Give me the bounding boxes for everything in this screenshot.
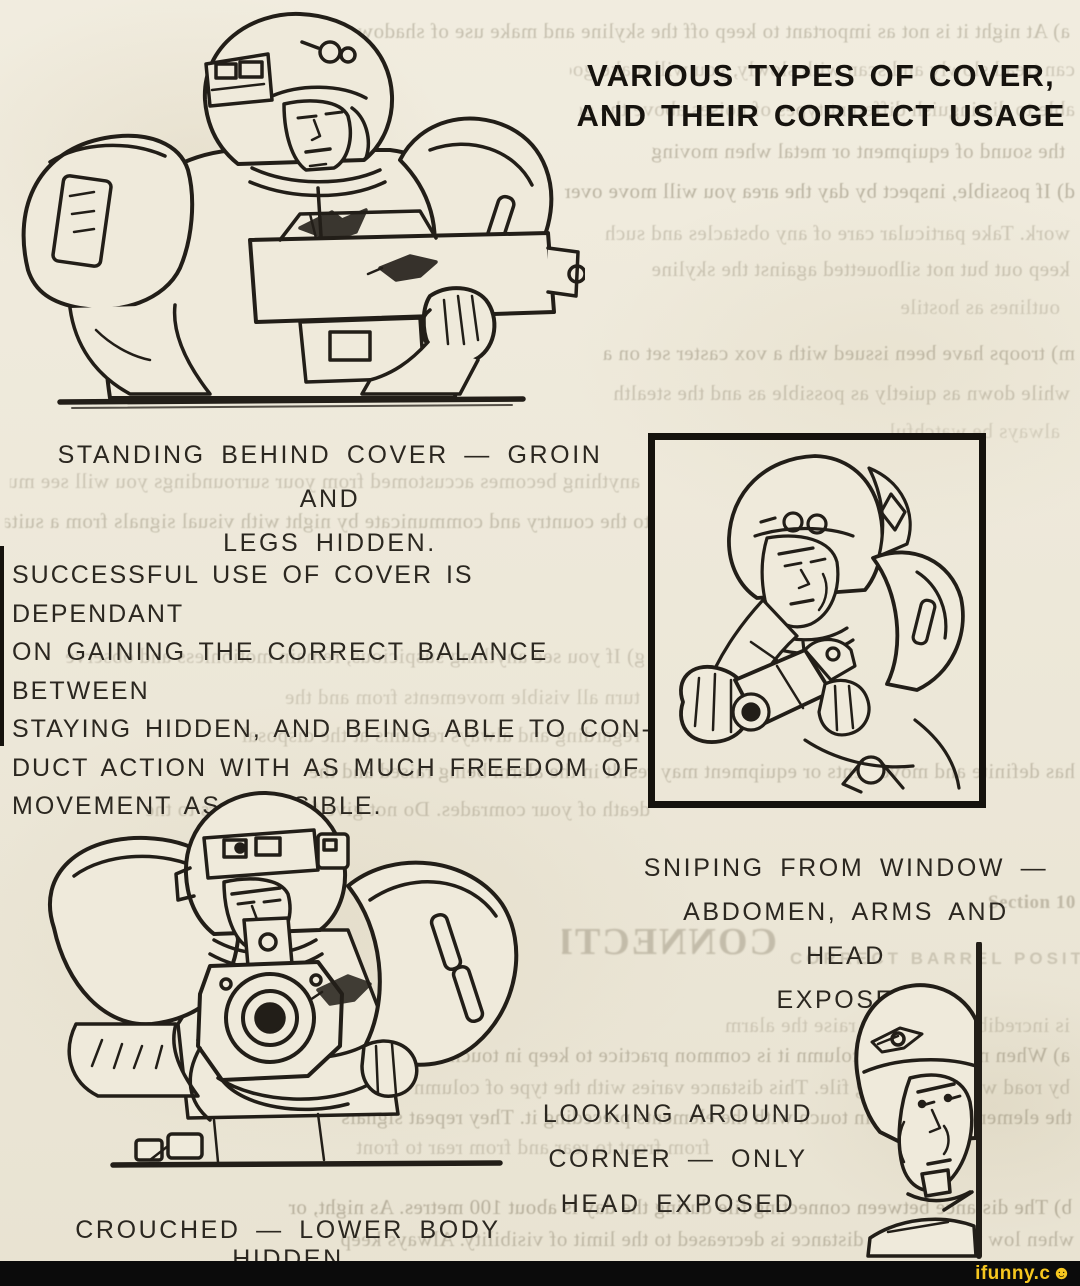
right-shoulder-pad (873, 552, 963, 690)
caption-line: ABDOMEN, ARMS AND HEAD (683, 898, 1009, 970)
bleedthrough-text: while down as quietly as possible as and… (612, 382, 1070, 405)
ifunny-watermark-bar: ifunny.c☻ (0, 1261, 1080, 1286)
gripping-hand (362, 288, 494, 394)
bleedthrough-text: keep out but not silhouetted against the… (651, 258, 1070, 281)
page-edge-artifact (0, 546, 4, 746)
bleedthrough-section-label: Section 10 (988, 893, 1076, 913)
face (284, 101, 350, 170)
window-illustration-frame (648, 433, 986, 808)
caption-crouched: CROUCHED — LOWER BODY HIDDEN (28, 1216, 548, 1274)
weapon-at-viewer (198, 918, 342, 1080)
belt-gear (805, 720, 959, 792)
face (762, 536, 838, 627)
caption-line: SNIPING FROM WINDOW — (643, 854, 1049, 882)
ifunny-logo-text: ifunny.c (975, 1262, 1051, 1284)
bleedthrough-text: work. Take particular care of any obstac… (604, 222, 1070, 245)
ifunny-logo: ifunny.c☻ (975, 1263, 1072, 1285)
title-line-2: AND THEIR CORRECT USAGE (576, 98, 1066, 133)
bleedthrough-text: the sound of equipment or metal when mov… (650, 140, 1065, 163)
paragraph-line: ON GAINING THE CORRECT BALANCE BETWEEN (12, 638, 549, 705)
left-shoulder-pad (24, 136, 210, 394)
paragraph-line: SUCCESSFUL USE OF COVER IS DEPENDANT (12, 561, 474, 628)
paragraph-line: DUCT ACTION WITH AS MUCH FREEDOM OF (12, 753, 641, 782)
caption-line: STANDING BEHIND COVER — GROIN AND (57, 441, 603, 513)
bleedthrough-text: outlines as hostile (900, 296, 1060, 319)
standing-soldier-illustration (0, 0, 585, 415)
wall-ledge (60, 399, 523, 408)
paragraph-line: STAYING HIDDEN, AND BEING ABLE TO CON- (12, 715, 652, 743)
smiley-icon: ☻ (1051, 1262, 1072, 1284)
shoulder (868, 1192, 976, 1256)
caption-sniping-window: SNIPING FROM WINDOW — ABDOMEN, ARMS AND … (640, 846, 1052, 1022)
bleedthrough-text: d) If possible, inspect by day the area … (565, 180, 1075, 203)
left-arm-and-fist (681, 600, 797, 742)
face (899, 1075, 972, 1196)
caption-standing-cover: STANDING BEHIND COVER — GROIN AND LEGS H… (40, 433, 620, 565)
caption-line: LEGS HIDDEN. (223, 529, 437, 557)
caption-line: CORNER — ONLY (548, 1145, 808, 1173)
body-paragraph: SUCCESSFUL USE OF COVER IS DEPENDANT ON … (12, 556, 657, 826)
crouched-soldier-illustration (18, 778, 546, 1170)
caption-line: LOOKING AROUND (542, 1100, 814, 1128)
bleedthrough-text: m) troops have been issued with a vox ca… (602, 342, 1075, 365)
caption-line: CROUCHED — LOWER BODY HIDDEN (75, 1216, 501, 1273)
caption-line: HEAD EXPOSED (560, 1190, 796, 1218)
corner-peek-illustration (848, 942, 990, 1260)
window-sniper-illustration (655, 440, 979, 801)
ledge-line (113, 1163, 500, 1165)
title-line-1: VARIOUS TYPES OF COVER, (587, 58, 1055, 93)
right-shoulder-pad (348, 863, 516, 1065)
caption-looking-around-corner: LOOKING AROUND CORNER — ONLY HEAD EXPOSE… (468, 1092, 888, 1227)
page-title: VARIOUS TYPES OF COVER, AND THEIR CORREC… (562, 56, 1080, 136)
chest-eagle (310, 976, 370, 1004)
weapon (733, 640, 869, 735)
caption-line: EXPOSED (776, 986, 916, 1014)
bleedthrough-subheading: CORRECT BARREL POSITION (790, 950, 1080, 968)
folded-arms (136, 1041, 417, 1162)
